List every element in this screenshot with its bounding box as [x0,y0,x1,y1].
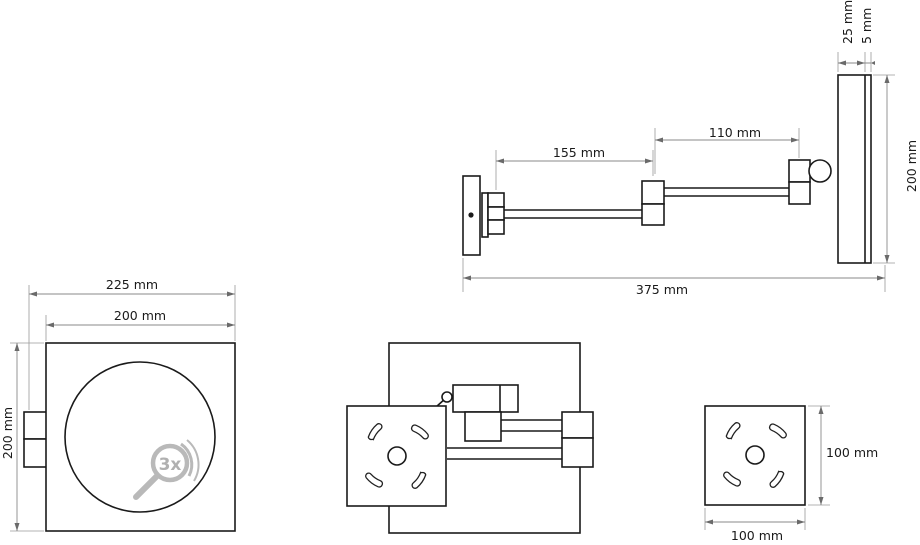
side-joint-wall-top [481,192,489,238]
magnifier-icon: 3x [133,439,200,500]
label-arm-outer: 110 mm [709,125,761,140]
side-joint-mirror-bottom [788,181,811,205]
label-side-height: 200 mm [904,140,919,192]
label-plate-width: 100 mm [731,528,783,543]
side-joint-middle-top [641,180,665,205]
side-joint-mirror-top [788,159,811,183]
top-joint-middle-b [561,437,594,468]
label-front-height: 200 mm [0,407,15,459]
magnification-label: 3x [159,455,182,475]
front-mirror-glass [64,361,216,513]
back-plate [704,405,806,506]
side-joint-middle-bottom [641,203,665,226]
top-joint-mirror-b [464,411,502,442]
side-joint-wall-c [487,219,505,235]
back-plate-view: 100 mm 100 mm [704,405,878,543]
label-mirror-width: 200 mm [114,308,166,323]
front-arm-block-top [23,411,48,440]
label-outer-width: 225 mm [106,277,158,292]
side-ball-joint [808,159,832,183]
top-view [346,342,594,534]
label-plate-height: 100 mm [826,445,878,460]
side-mirror-body [837,74,872,264]
top-joint-middle-a [561,411,594,439]
side-joint-wall-b [487,206,505,221]
label-glass: 5 mm [859,8,874,44]
label-total-reach: 375 mm [636,282,688,297]
top-ball-joint [441,391,453,403]
front-arm-block-bottom [23,438,48,468]
front-view: 3x 225 mm 200 mm 200 mm [0,277,236,532]
top-wall-plate-hub [387,446,407,466]
back-plate-slots [723,422,787,488]
side-wall-plate-screw [468,212,474,218]
top-wall-plate-slots [365,423,429,489]
side-view: 110 mm 155 mm 25 mm 5 mm 200 mm 375 mm [462,0,919,297]
side-joint-wall-a [487,192,505,208]
label-thickness: 25 mm [840,0,855,44]
label-arm-inner: 155 mm [553,145,605,160]
top-joint-mirror-a [452,384,519,413]
back-plate-hub [745,445,765,465]
